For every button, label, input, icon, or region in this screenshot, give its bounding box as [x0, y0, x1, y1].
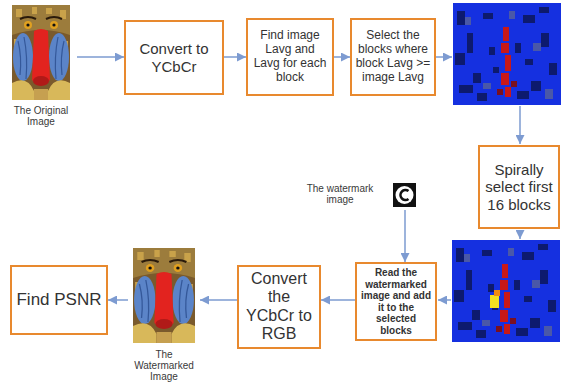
process-text: Convert to YCbCr	[129, 40, 219, 75]
process-text: Read the watermarked image and add it to…	[360, 267, 432, 336]
flow-arrow	[438, 299, 451, 301]
process-box: Find image Lavg and Lavg for each block	[246, 18, 334, 96]
watermark-spot	[494, 290, 500, 296]
process-box: Read the watermarked image and add it to…	[355, 262, 437, 341]
flow-arrow	[108, 299, 128, 301]
original-image	[12, 5, 70, 100]
flow-arrow	[334, 56, 350, 58]
logo-circle	[396, 186, 414, 204]
process-text: Find PSNR	[15, 290, 103, 310]
logo-c	[401, 190, 409, 200]
flow-arrow	[519, 106, 521, 144]
image-caption: The watermark image	[299, 183, 381, 205]
process-text: Convert the YCbCr to RGB	[242, 270, 316, 344]
watermarked-image	[133, 248, 195, 343]
flow-arrow	[519, 230, 521, 239]
watermarked-image	[133, 248, 195, 343]
image-caption: The Watermarked Image	[129, 349, 199, 382]
watermark-node: The watermark image	[298, 178, 418, 210]
process-text: Select the blocks where block Lavg >= im…	[355, 29, 431, 84]
selected-blocks-image	[453, 3, 561, 105]
process-box: Spirally select first 16 blocks	[478, 145, 560, 229]
image-node: The Original Image	[5, 5, 77, 127]
process-box: Find PSNR	[10, 265, 108, 335]
flow-arrow	[436, 56, 452, 58]
flow-arrow	[321, 299, 355, 301]
image-node: The Watermarked Image	[128, 248, 200, 382]
image-caption: The Original Image	[6, 105, 76, 127]
process-box: Convert to YCbCr	[124, 20, 224, 95]
watermarked-blocks-image	[452, 240, 560, 342]
watermark-spot	[490, 295, 499, 308]
process-box: Convert the YCbCr to RGB	[237, 265, 321, 349]
flow-arrow	[77, 56, 124, 58]
flow-arrow	[200, 299, 237, 301]
watermark-logo	[393, 183, 416, 207]
process-text: Find image Lavg and Lavg for each block	[251, 29, 329, 84]
process-box: Select the blocks where block Lavg >= im…	[350, 18, 436, 96]
process-text: Spirally select first 16 blocks	[483, 161, 555, 213]
logo-ground	[393, 183, 416, 207]
flow-arrow	[224, 56, 246, 58]
flow-arrow	[404, 210, 406, 262]
